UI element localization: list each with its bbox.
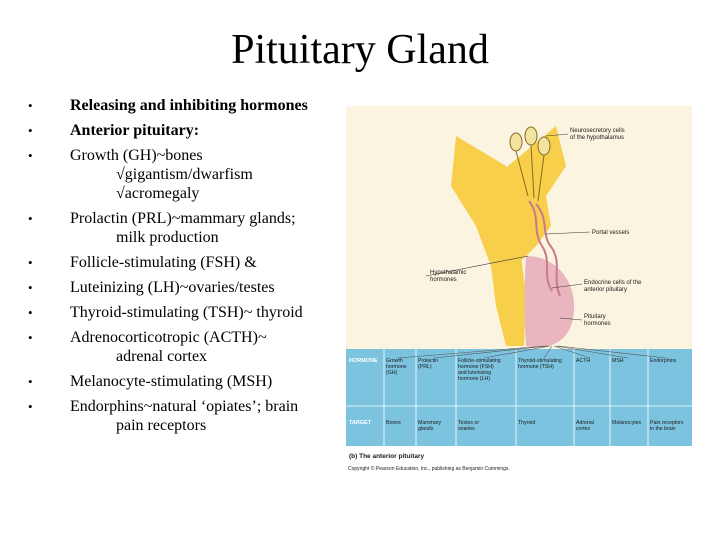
bullet-item: • Prolactin (PRL)~mammary glands; milk pro… — [28, 209, 348, 247]
bullet-dot-icon: • — [28, 98, 33, 113]
bullet-text: Anterior pituitary: — [70, 122, 200, 139]
bullet-item: • Luteinizing (LH)~ovaries/testes — [28, 278, 348, 297]
label-portal-vessels: Portal vessels — [592, 230, 629, 236]
bullet-text: Follicle-stimulating (FSH) & — [70, 254, 257, 271]
slide-title: Pituitary Gland — [231, 27, 489, 73]
bullet-dot-icon: • — [28, 280, 33, 295]
bullet-item: • Growth (GH)~bones √gigantism/dwarfism √ac… — [28, 146, 348, 203]
hormone-cell: Endorphins — [650, 358, 677, 364]
pituitary-stalk — [451, 136, 526, 346]
bullet-item: • Endorphins~natural ‘opiates’; brain pain… — [28, 397, 348, 435]
bullet-dot-icon: • — [28, 148, 33, 163]
figure-caption: (b) The anterior pituitary — [349, 453, 425, 460]
bullet-dot-icon: • — [28, 330, 33, 345]
bullet-text: Prolactin (PRL)~mammary glands; — [70, 210, 296, 227]
bullet-continuation: adrenal cortex — [116, 348, 208, 365]
bullet-text: Releasing and inhibiting hormones — [70, 97, 308, 114]
hormone-header: HORMONE — [349, 358, 378, 364]
bullet-item: • Melanocyte-stimulating (MSH) — [28, 372, 348, 391]
target-cell: Thyroid — [518, 420, 535, 426]
bullet-item: • Adrenocorticotropic (ACTH)~ adrenal cort… — [28, 328, 348, 366]
figure-copyright: Copyright © Pearson Education, Inc., pub… — [348, 466, 510, 472]
bullet-text: Thyroid-stimulating (TSH)~ thyroid — [70, 304, 303, 321]
bullet-text: Endorphins~natural ‘opiates’; brain — [70, 398, 299, 415]
bullet-continuation: milk production — [116, 229, 219, 246]
bullet-dot-icon: • — [28, 374, 33, 389]
hormone-cell: ACTH — [576, 358, 590, 364]
bullet-continuation: √acromegaly — [116, 185, 200, 202]
bullet-continuation: √gigantism/dwarfism — [116, 166, 253, 183]
target-cell: Bones — [386, 420, 401, 426]
bullet-item: • Thyroid-stimulating (TSH)~ thyroid — [28, 303, 348, 322]
bullet-dot-icon: • — [28, 399, 33, 414]
bullet-text: Luteinizing (LH)~ovaries/testes — [70, 279, 275, 296]
bullet-dot-icon: • — [28, 305, 33, 320]
bullet-item: • Follicle-stimulating (FSH) & — [28, 253, 348, 272]
hormone-cell: Prolactin(PRL) — [418, 358, 438, 370]
bullet-list: • Releasing and inhibiting hormones • Anter… — [28, 96, 348, 441]
bullet-item: • Anterior pituitary: — [28, 121, 348, 140]
bullet-dot-icon: • — [28, 211, 33, 226]
target-header: TARGET — [349, 420, 372, 426]
bullet-item: • Releasing and inhibiting hormones — [28, 96, 348, 115]
target-cell: Melanocytes — [612, 420, 642, 426]
bullet-text: Melanocyte-stimulating (MSH) — [70, 373, 273, 390]
bullet-continuation: pain receptors — [116, 417, 207, 434]
anterior-pituitary-shape — [524, 256, 575, 348]
bullet-dot-icon: • — [28, 255, 33, 270]
hormone-table-bg — [346, 349, 692, 446]
hormone-cell: MSH — [612, 358, 624, 364]
bullet-text: Adrenocorticotropic (ACTH)~ — [70, 329, 267, 346]
bullet-dot-icon: • — [28, 123, 33, 138]
bullet-text: Growth (GH)~bones — [70, 147, 203, 164]
